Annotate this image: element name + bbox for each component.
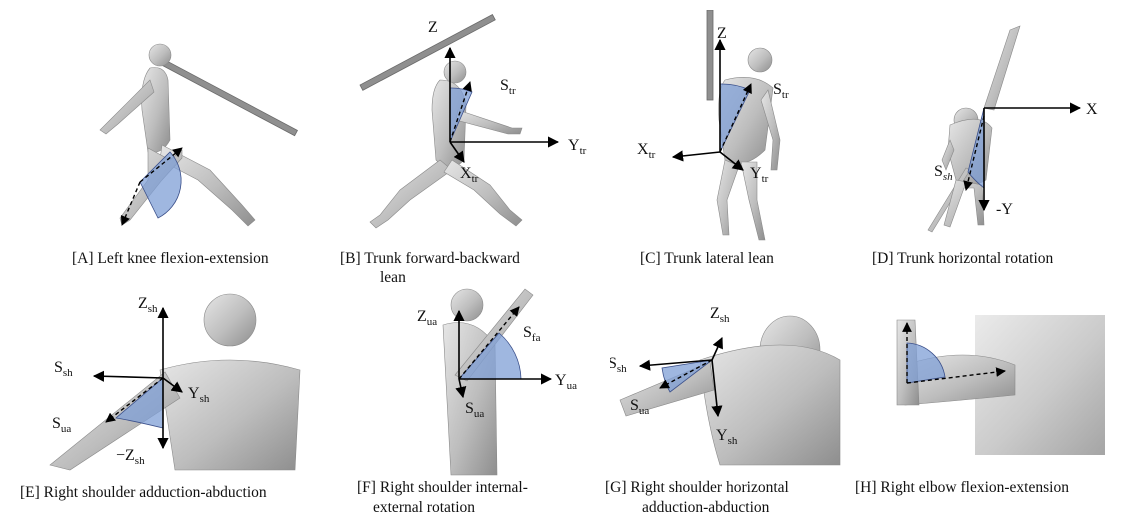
head bbox=[204, 294, 256, 346]
raised-arm bbox=[984, 26, 1020, 110]
caption-c: [C] Trunk lateral lean bbox=[640, 249, 774, 268]
head bbox=[444, 61, 466, 83]
figure-g-horizontal-abduction: Zsh Ssh Sua Ysh bbox=[610, 290, 850, 475]
javelin-pole bbox=[162, 60, 297, 136]
panel-g: Zsh Ssh Sua Ysh [G] Right shoulder horiz… bbox=[600, 290, 850, 522]
label-z: Z bbox=[428, 19, 438, 36]
label-s-sh: Ssh bbox=[54, 359, 73, 379]
figure-c-lateral-lean: Z Str Xtr Ytr bbox=[625, 10, 825, 245]
label-x-tr: Xtr bbox=[637, 141, 656, 161]
panel-d: X Ssh -Y [D] Trunk horizontal rotation bbox=[870, 20, 1120, 270]
figure-f-shoulder-rotation: Zua Sfa Yua Sua bbox=[355, 285, 585, 480]
front-leg bbox=[444, 160, 522, 226]
torso bbox=[142, 68, 170, 153]
left-leg bbox=[717, 160, 739, 235]
caption-a: [A] Left knee flexion-extension bbox=[72, 249, 269, 268]
panel-c: Z Str Xtr Ytr [C] Trunk lateral lean bbox=[625, 10, 825, 270]
label-z-sh: Zsh bbox=[710, 305, 730, 325]
caption-b-line1: [B] Trunk forward-backward bbox=[340, 249, 520, 268]
label-y-ua: Yua bbox=[555, 372, 577, 392]
elbow-angle-wedge bbox=[907, 343, 945, 383]
caption-g-line1: [G] Right shoulder horizontal bbox=[605, 478, 789, 497]
head bbox=[149, 44, 171, 66]
s-sh-axis bbox=[94, 376, 163, 378]
label-s-sh: Ssh bbox=[610, 355, 627, 375]
label-x: X bbox=[1086, 101, 1098, 118]
x-tr-axis bbox=[673, 152, 720, 157]
panel-f: Zua Sfa Yua Sua [F] Right shoulder inter… bbox=[345, 285, 585, 522]
torso bbox=[160, 360, 300, 470]
head bbox=[451, 289, 483, 321]
figure-h-elbow-flexion bbox=[885, 315, 1105, 475]
caption-d: [D] Trunk horizontal rotation bbox=[872, 249, 1053, 268]
label-z: Z bbox=[717, 25, 727, 42]
arm bbox=[456, 110, 522, 134]
label-s-tr: Str bbox=[773, 81, 789, 101]
caption-h: [H] Right elbow flexion-extension bbox=[855, 478, 1069, 497]
label-s-sh: Ssh bbox=[934, 163, 953, 183]
knee-angle-wedge bbox=[140, 152, 181, 218]
back-leg bbox=[370, 160, 452, 228]
figure-b-trunk-lean: Z Str Ytr Xtr bbox=[340, 10, 600, 240]
panel-a: [A] Left knee flexion-extension bbox=[70, 20, 280, 245]
label-neg-y: -Y bbox=[996, 201, 1013, 218]
figure-d-horizontal-rotation: X Ssh -Y bbox=[870, 20, 1120, 245]
label-z-sh: Zsh bbox=[138, 295, 158, 315]
caption-e: [E] Right shoulder adduction-abduction bbox=[20, 483, 267, 502]
figure-a-javelin-thrower bbox=[70, 20, 300, 245]
caption-g-line2: adduction-abduction bbox=[642, 498, 769, 517]
label-z-ua: Zua bbox=[417, 308, 437, 328]
legs bbox=[944, 180, 984, 227]
panel-b: Z Str Ytr Xtr [B] Trunk forward-backward… bbox=[340, 10, 600, 290]
shoulders bbox=[700, 345, 840, 465]
figure-e-shoulder-abduction: Zsh Ssh Ysh Sua −Zsh bbox=[30, 280, 320, 475]
panel-e: Zsh Ssh Ysh Sua −Zsh [E] Right shoulder … bbox=[20, 280, 320, 522]
label-s-fa: Sfa bbox=[523, 324, 541, 344]
label-s-ua: Sua bbox=[52, 415, 71, 435]
label-neg-z-sh: −Zsh bbox=[116, 447, 145, 467]
caption-f-line1: [F] Right shoulder internal- bbox=[357, 478, 528, 497]
head bbox=[748, 48, 772, 72]
caption-f-line2: external rotation bbox=[373, 498, 475, 517]
panel-h: [H] Right elbow flexion-extension bbox=[855, 300, 1127, 522]
javelin-pole bbox=[707, 10, 713, 100]
label-s-tr: Str bbox=[500, 77, 516, 97]
label-y-tr: Ytr bbox=[568, 137, 587, 157]
